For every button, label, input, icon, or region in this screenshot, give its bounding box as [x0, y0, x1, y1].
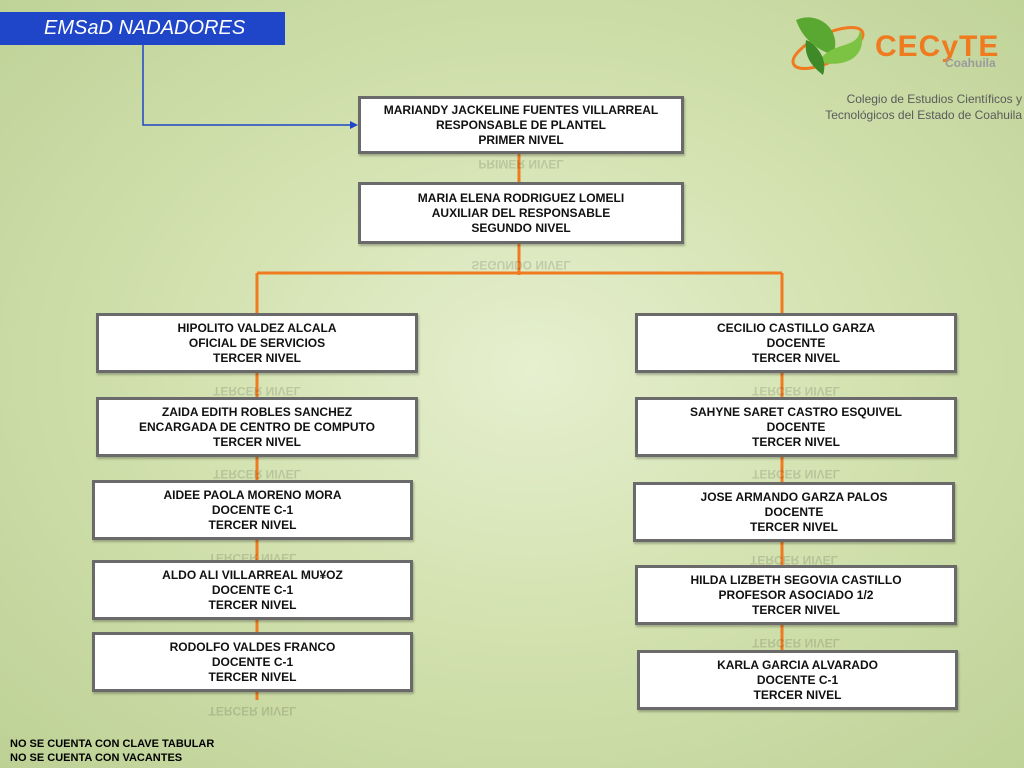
- node-name: HIPOLITO VALDEZ ALCALA: [177, 320, 337, 335]
- node-name: ALDO ALI VILLARREAL MU¥OZ: [162, 567, 343, 582]
- node-reflection: SEGUNDO NIVEL: [471, 258, 571, 272]
- node-level: TERCER NIVEL: [751, 434, 840, 449]
- node-reflection: PRIMER NIVEL: [478, 157, 564, 171]
- logo-brand: CECyTE: [875, 30, 1000, 63]
- node-name: ZAIDA EDITH ROBLES SANCHEZ: [161, 404, 353, 419]
- node-level: TERCER NIVEL: [749, 519, 838, 534]
- node-role: DOCENTE: [764, 504, 824, 519]
- node-level: TERCER NIVEL: [751, 602, 840, 617]
- node-role: DOCENTE C-1: [211, 582, 294, 597]
- node-responsable: MARIANDY JACKELINE FUENTES VILLARREAL RE…: [358, 96, 684, 154]
- node-name: RODOLFO VALDES FRANCO: [169, 639, 336, 654]
- node-role: OFICIAL DE SERVICIOS: [188, 335, 326, 350]
- node-name: MARIA ELENA RODRIGUEZ LOMELI: [417, 190, 625, 205]
- node-level: TERCER NIVEL: [751, 350, 840, 365]
- node-role: PROFESOR ASOCIADO 1/2: [718, 587, 874, 602]
- node-level: TERCER NIVEL: [212, 434, 301, 449]
- node-left-2: ZAIDA EDITH ROBLES SANCHEZ ENCARGADA DE …: [96, 397, 418, 457]
- node-name: MARIANDY JACKELINE FUENTES VILLARREAL: [383, 102, 659, 117]
- node-level: SEGUNDO NIVEL: [471, 220, 571, 235]
- title-arrow: [142, 45, 352, 126]
- node-role: ENCARGADA DE CENTRO DE COMPUTO: [138, 419, 375, 434]
- node-reflection: TERCER NIVEL: [751, 467, 840, 481]
- node-right-1: CECILIO CASTILLO GARZA DOCENTE TERCER NI…: [635, 313, 957, 373]
- node-name: HILDA LIZBETH SEGOVIA CASTILLO: [690, 572, 902, 587]
- node-left-3: AIDEE PAOLA MORENO MORA DOCENTE C-1 TERC…: [92, 480, 413, 540]
- node-name: CECILIO CASTILLO GARZA: [717, 320, 875, 335]
- node-level: TERCER NIVEL: [208, 517, 297, 532]
- node-right-3: JOSE ARMANDO GARZA PALOS DOCENTE TERCER …: [633, 482, 955, 542]
- node-reflection: TERCER NIVEL: [751, 384, 840, 398]
- node-auxiliar: MARIA ELENA RODRIGUEZ LOMELI AUXILIAR DE…: [358, 182, 684, 244]
- node-level: TERCER NIVEL: [208, 597, 297, 612]
- arrow-head: [350, 121, 358, 129]
- node-level: PRIMER NIVEL: [478, 132, 564, 147]
- logo-region: Coahuila: [945, 56, 996, 70]
- node-name: SAHYNE SARET CASTRO ESQUIVEL: [689, 404, 903, 419]
- node-role: RESPONSABLE DE PLANTEL: [435, 117, 606, 132]
- node-right-2: SAHYNE SARET CASTRO ESQUIVEL DOCENTE TER…: [635, 397, 957, 457]
- note-line-2: NO SE CUENTA CON VACANTES: [10, 752, 183, 764]
- node-name: JOSE ARMANDO GARZA PALOS: [700, 489, 888, 504]
- org-line-1: Colegio de Estudios Científicos y: [846, 92, 1022, 106]
- node-role: DOCENTE C-1: [211, 502, 294, 517]
- node-role: DOCENTE: [766, 335, 826, 350]
- node-reflection: TERCER NIVEL: [751, 636, 840, 650]
- node-role: DOCENTE C-1: [211, 654, 294, 669]
- node-role: DOCENTE: [766, 419, 826, 434]
- node-role: AUXILIAR DEL RESPONSABLE: [431, 205, 611, 220]
- node-level: TERCER NIVEL: [208, 669, 297, 684]
- footer-notes: NO SE CUENTA CON CLAVE TABULAR NO SE CUE…: [10, 737, 214, 765]
- node-reflection: TERCER NIVEL: [212, 384, 301, 398]
- node-name: KARLA GARCIA ALVARADO: [717, 657, 878, 672]
- note-line-1: NO SE CUENTA CON CLAVE TABULAR: [10, 738, 215, 750]
- node-left-5: RODOLFO VALDES FRANCO DOCENTE C-1 TERCER…: [92, 632, 413, 692]
- node-level: TERCER NIVEL: [212, 350, 301, 365]
- organization-name: Colegio de Estudios Científicos y Tecnol…: [792, 91, 1022, 123]
- org-line-2: Tecnológicos del Estado de Coahuila: [825, 108, 1022, 122]
- node-level: TERCER NIVEL: [753, 687, 842, 702]
- cecyte-logo-icon: [791, 17, 865, 75]
- node-reflection: TERCER NIVEL: [208, 704, 297, 718]
- node-right-4: HILDA LIZBETH SEGOVIA CASTILLO PROFESOR …: [635, 565, 957, 625]
- node-right-5: KARLA GARCIA ALVARADO DOCENTE C-1 TERCER…: [637, 650, 958, 710]
- node-name: AIDEE PAOLA MORENO MORA: [163, 487, 342, 502]
- node-role: DOCENTE C-1: [756, 672, 839, 687]
- node-left-4: ALDO ALI VILLARREAL MU¥OZ DOCENTE C-1 TE…: [92, 560, 413, 620]
- node-reflection: TERCER NIVEL: [212, 467, 301, 481]
- node-left-1: HIPOLITO VALDEZ ALCALA OFICIAL DE SERVIC…: [96, 313, 418, 373]
- diagram-title: EMSaD NADADORES: [0, 12, 285, 45]
